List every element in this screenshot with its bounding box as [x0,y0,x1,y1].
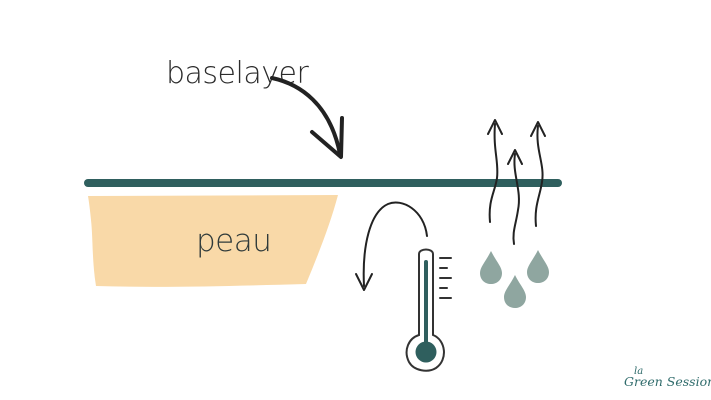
skin-layer [88,195,338,287]
skin-label: peau [196,223,271,259]
brand-name: Green Session [624,374,711,389]
brand-logo: la Green Session [624,366,711,389]
vapor-arrow-icon [487,119,503,223]
brand-prefix: la [634,366,643,377]
heat-return-arrow-icon [355,201,428,291]
water-drop-icon [480,251,502,284]
thermometer-icon [405,248,452,372]
baselayer-label: baselayer [166,56,309,91]
curved-arrow-icon [270,76,344,159]
water-drop-icon [504,275,526,308]
water-drop-icon [527,250,549,283]
vapor-arrow-icon [507,149,523,245]
vapor-arrow-icon [530,121,546,227]
